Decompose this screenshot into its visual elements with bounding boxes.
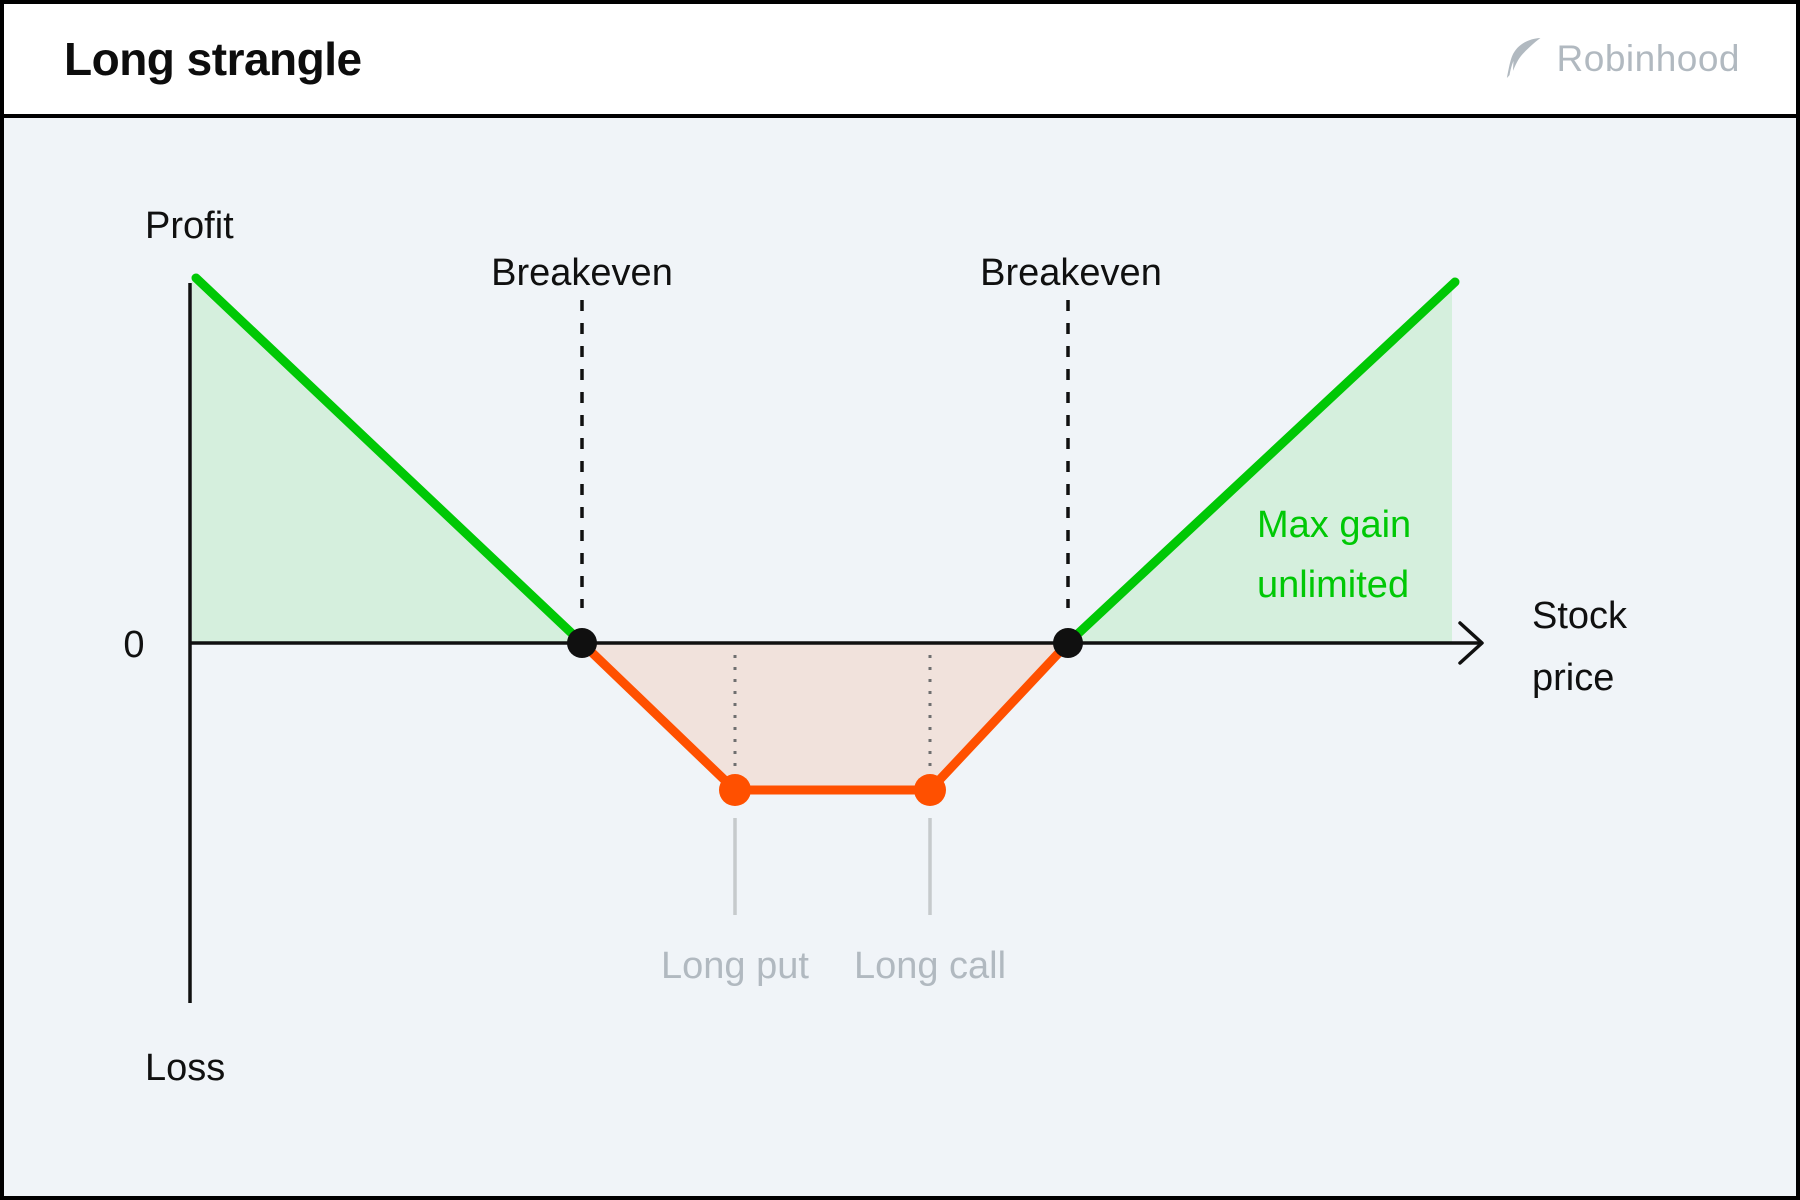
chart-area: Profit Loss 0 Stock price Breakeven Brea… (4, 118, 1796, 1196)
loss-line (577, 638, 1073, 795)
long-put-dot (719, 774, 751, 806)
y-axis-loss-label: Loss (145, 1047, 225, 1089)
title-bar: Long strangle Robinhood (4, 4, 1796, 118)
breakeven-dot-left (567, 628, 597, 658)
y-axis-profit-label: Profit (145, 205, 234, 247)
max-gain-label-line2: unlimited (1257, 564, 1409, 606)
breakeven-dot-right (1053, 628, 1083, 658)
robinhood-feather-icon (1506, 37, 1540, 79)
x-axis-label-line1: Stock (1532, 595, 1628, 637)
page-title: Long strangle (64, 33, 362, 85)
long-put-label: Long put (661, 945, 809, 987)
gain-line-left (191, 273, 587, 648)
long-call-label: Long call (854, 945, 1006, 987)
breakeven-right-label: Breakeven (980, 252, 1162, 294)
gain-line-right (1063, 277, 1460, 648)
x-axis-label-line2: price (1532, 657, 1614, 699)
x-axis-arrowhead-icon (1458, 621, 1484, 665)
breakeven-left-label: Breakeven (491, 252, 673, 294)
brand-name: Robinhood (1556, 38, 1740, 79)
long-call-dot (914, 774, 946, 806)
payoff-diagram: Profit Loss 0 Stock price Breakeven Brea… (123, 205, 1628, 1089)
brand-lockup: Robinhood (1503, 36, 1740, 82)
max-gain-label-line1: Max gain (1257, 504, 1411, 546)
origin-zero-label: 0 (123, 624, 144, 666)
loss-fill (582, 643, 1068, 790)
